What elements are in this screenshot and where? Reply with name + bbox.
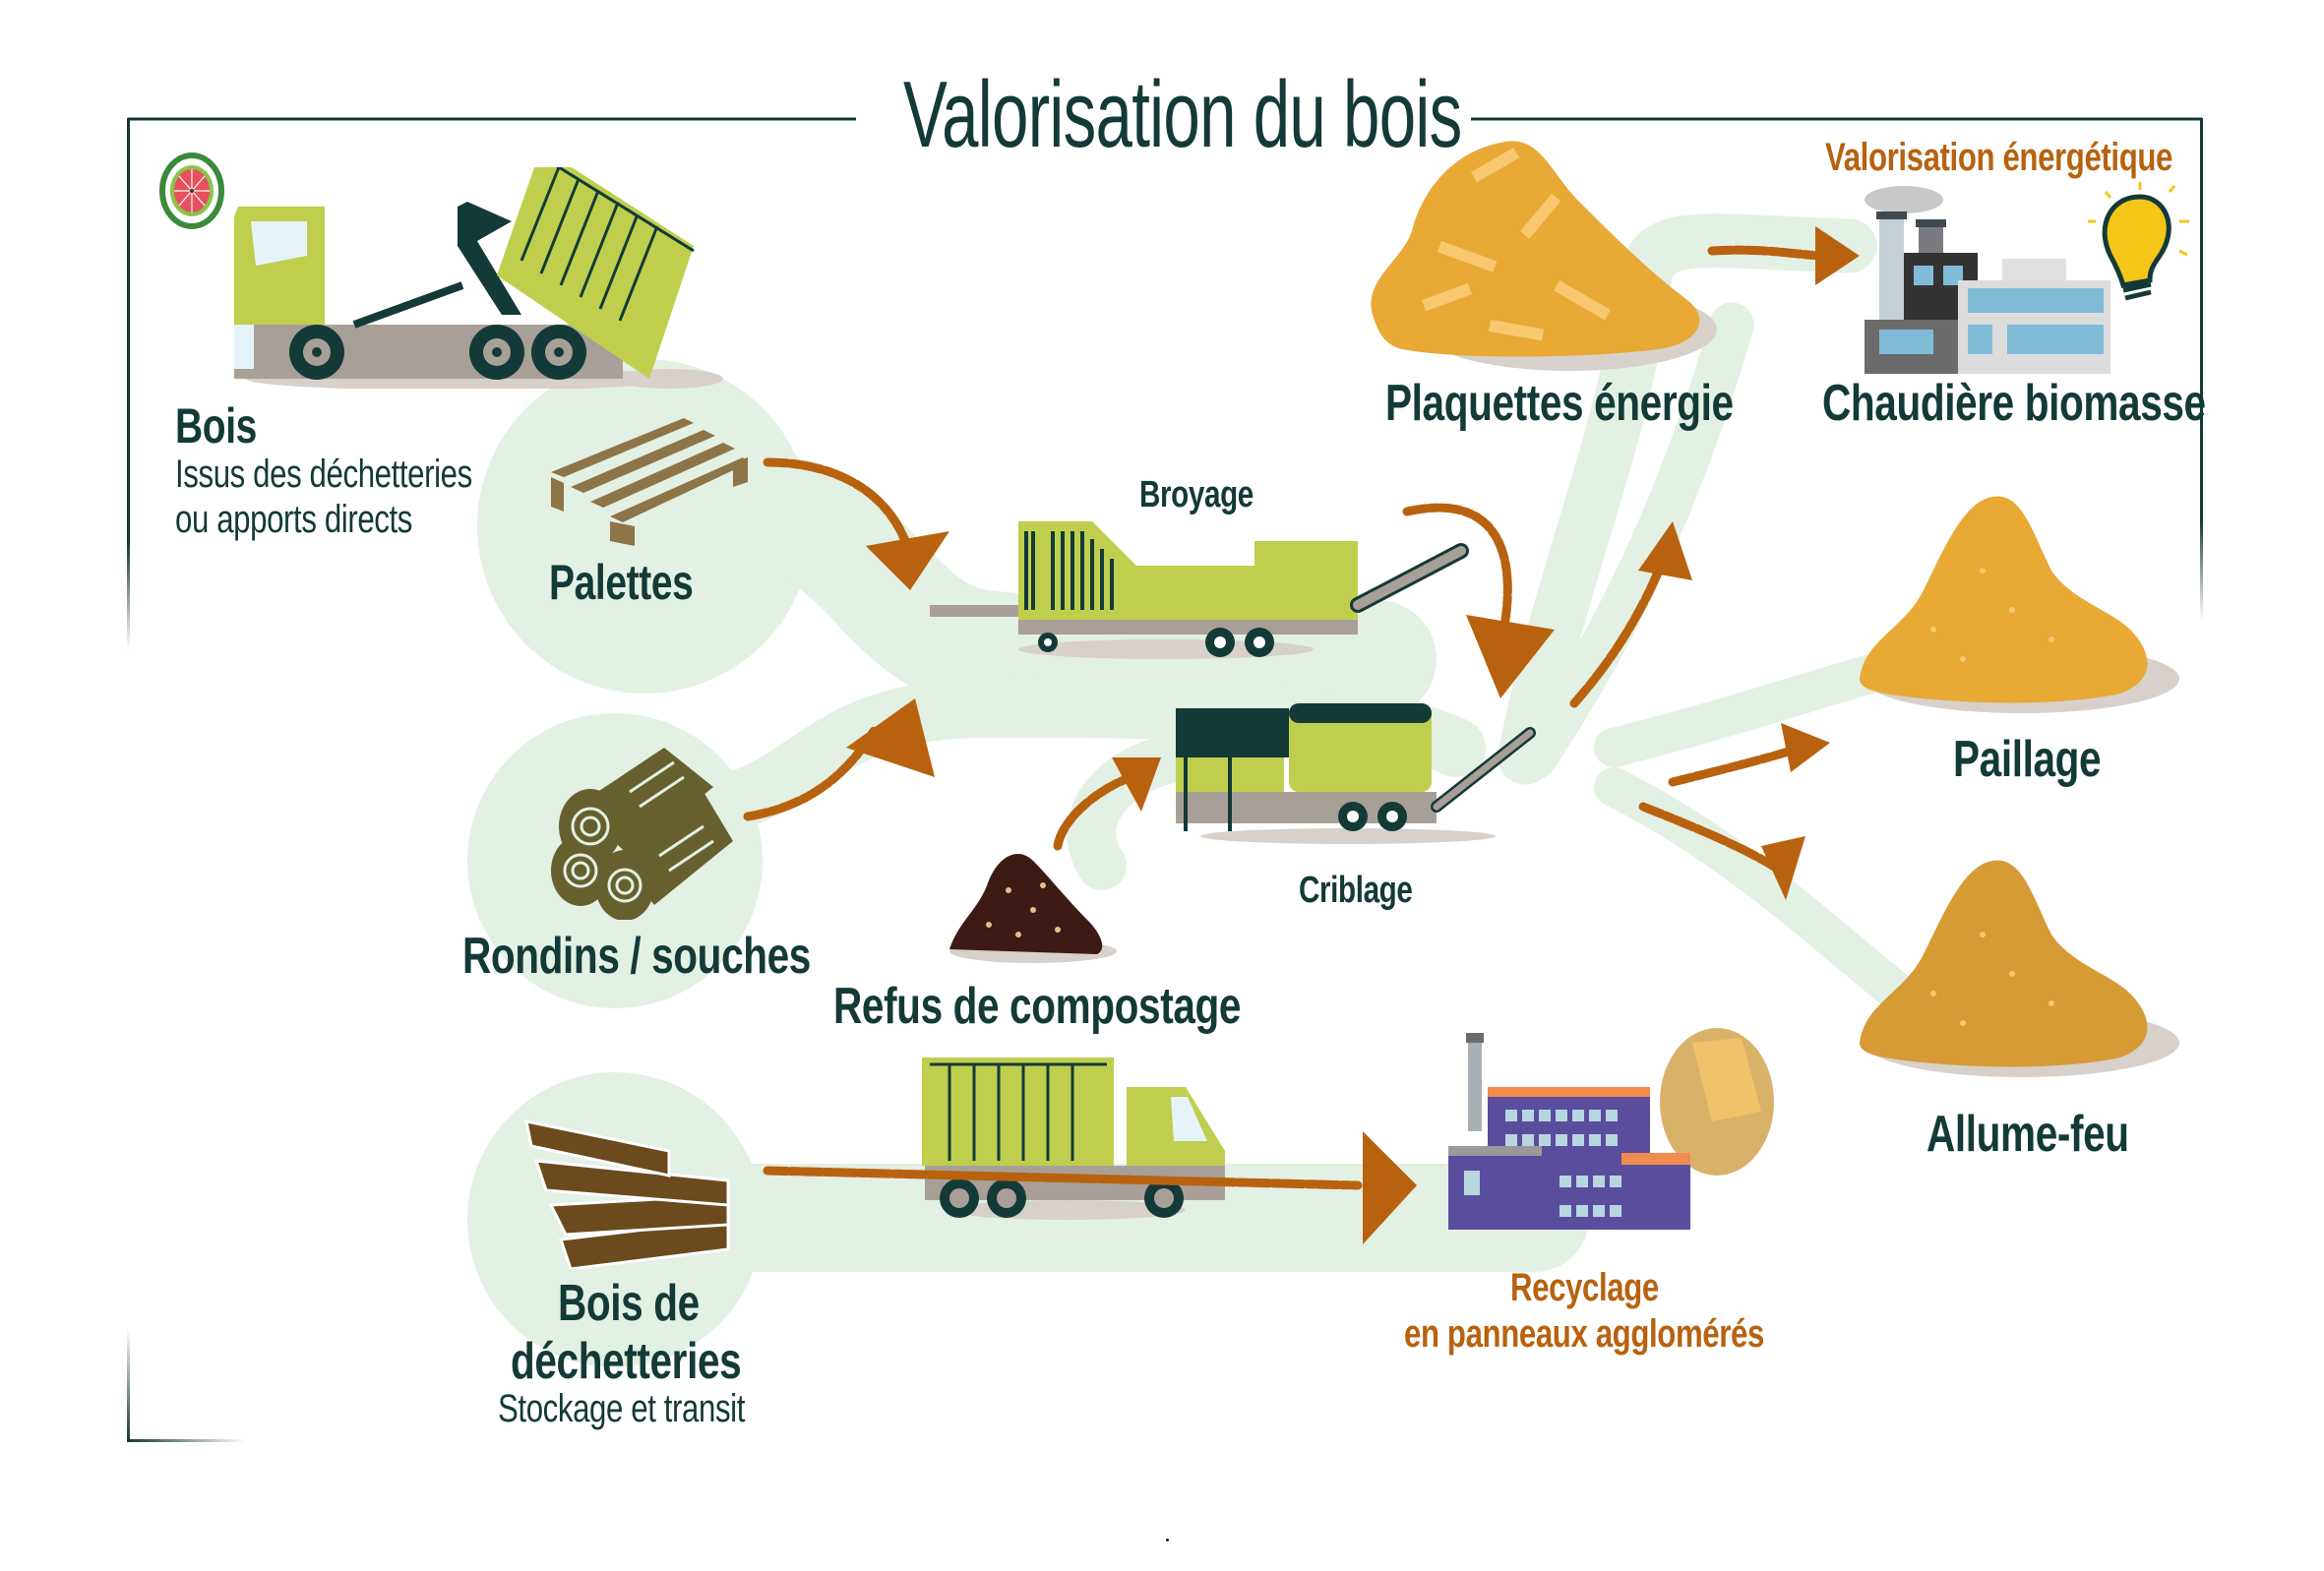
pallet-icon [551, 418, 748, 546]
wood-chips-pile-icon [1371, 141, 1717, 371]
paillage-label: Paillage [1953, 731, 2102, 788]
hooklift-truck-icon [234, 167, 723, 389]
palettes-bubble [477, 359, 812, 694]
palettes-label: Palettes [549, 555, 694, 610]
recyclage-label-line2: en panneaux agglomérés [1404, 1312, 1764, 1356]
recycling-wheel-icon [159, 152, 224, 229]
bois-subtitle-line2: ou apports directs [175, 498, 412, 541]
allume-feu-label: Allume-feu [1926, 1106, 2129, 1163]
arrowhead-plaquettes [1638, 521, 1692, 580]
chaudiere-label: Chaudière biomasse [1822, 375, 2206, 432]
arrow-broyage-to-criblage [1402, 503, 1512, 625]
recyclage-label-line1: Recyclage [1510, 1266, 1659, 1309]
arrowhead-rondins [846, 698, 935, 777]
particle-board-factory-icon [1448, 1028, 1774, 1230]
broyage-label: Broyage [1139, 474, 1254, 515]
stray-dot [1166, 1539, 1169, 1541]
container-truck-icon [922, 1057, 1225, 1220]
arrowhead-allumefeu [1761, 836, 1805, 900]
arrow-criblage-to-plaquettes [1569, 556, 1668, 708]
logs-icon [551, 748, 733, 920]
arrowhead-paillage [1781, 723, 1830, 772]
firelighter-pile-icon [1860, 860, 2179, 1077]
arrow-refus-to-criblage [1053, 772, 1136, 851]
arrow-plaquettes-to-chaudiere [1707, 245, 1825, 261]
refus-label: Refus de compostage [833, 978, 1242, 1035]
screener-machine-icon [1176, 703, 1536, 844]
arrow-truck-to-factory [763, 1166, 1363, 1190]
planks-icon [524, 1119, 730, 1269]
biomass-boiler-icon [1865, 182, 2189, 374]
page-title: Valorisation du bois [903, 62, 1462, 167]
plaquettes-label: Plaquettes énergie [1385, 375, 1734, 432]
arrowhead-chaudiere [1815, 226, 1860, 285]
arrowhead-factory [1363, 1131, 1417, 1244]
mulch-pile-icon [1860, 496, 2179, 713]
bois-subtitle-line1: Issus des déchetteries [175, 453, 472, 496]
arrowhead-refus [1112, 757, 1161, 812]
valorisation-energetique-label: Valorisation énergétique [1825, 136, 2173, 179]
arrow-palettes-to-broyage [763, 457, 910, 546]
bois-decheteries-title-line2: déchetteries [511, 1333, 742, 1390]
arrow-criblage-to-paillage [1668, 743, 1805, 787]
arrowhead-palettes [866, 531, 949, 590]
bois-decheteries-subtitle: Stockage et transit [498, 1387, 746, 1430]
bois-decheteries-title-line1: Bois de [558, 1275, 700, 1332]
arrowhead-broyage [1466, 615, 1555, 698]
rondins-label: Rondins / souches [462, 928, 811, 985]
arrow-criblage-to-allumefeu [1638, 802, 1786, 876]
compost-refuse-pile-icon [949, 853, 1117, 963]
criblage-label: Criblage [1299, 870, 1413, 911]
grinder-machine-icon [930, 521, 1469, 659]
bois-title: Bois [175, 398, 257, 453]
